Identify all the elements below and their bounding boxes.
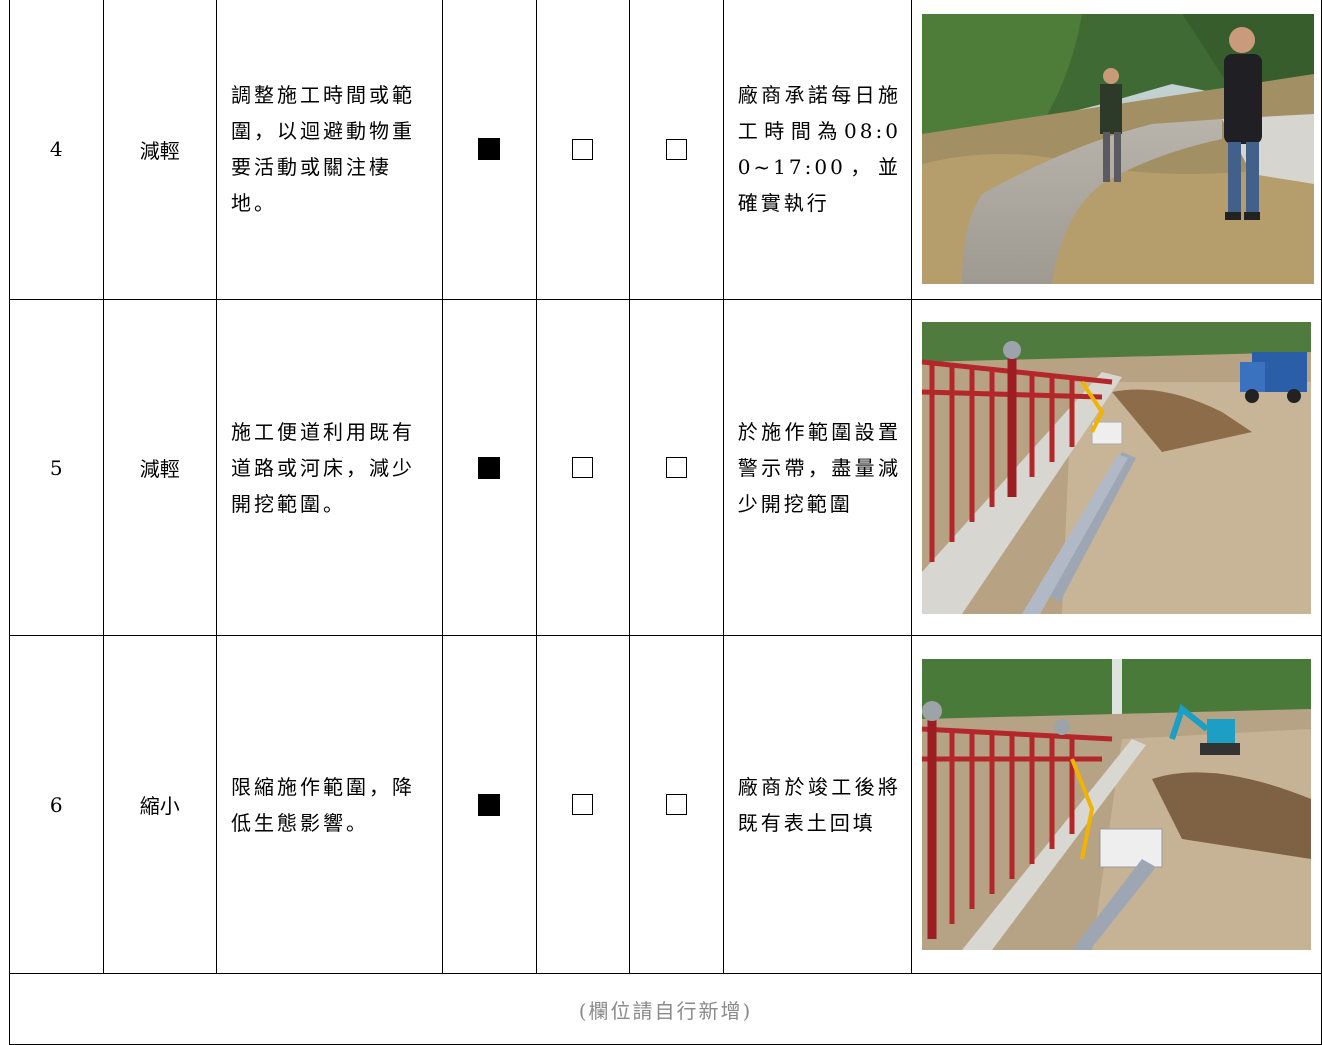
table-row: 6 縮小 限縮施作範圍，降低生態影響。 廠商於竣工後將既有表土回填 [9,635,1322,974]
check-cell-2 [535,0,631,300]
measure-text: 限縮施作範圍，降低生態影響。 [215,635,444,974]
checkbox-empty[interactable] [572,138,594,160]
photo-cell [910,0,1322,300]
execution-description: 廠商承諾每日施工時間為08:00~17:00，並確實執行 [722,0,912,300]
execution-description: 廠商於竣工後將既有表土回填 [722,635,912,974]
checkbox-empty[interactable] [572,794,594,815]
row-number: 6 [9,635,104,974]
row-number: 5 [9,299,104,636]
execution-description: 於施作範圍設置警示帶，盡量減少開挖範圍 [722,299,912,636]
check-cell-2 [535,299,631,636]
check-cell-3 [629,0,724,300]
check-cell-1 [442,0,537,300]
table-footer-row: (欄位請自行新增) [9,973,1322,1045]
checkbox-empty[interactable] [665,138,687,160]
photo-road-workers-icon [921,14,1314,284]
measures-table: 4 減輕 調整施工時間或範圍，以迴避動物重要活動或關注棲地。 廠商承諾每日施工時… [9,0,1322,1045]
measure-text: 調整施工時間或範圍，以迴避動物重要活動或關注棲地。 [215,0,444,300]
measure-text: 施工便道利用既有道路或河床，減少開挖範圍。 [215,299,444,636]
check-cell-3 [629,299,724,636]
table-row: 4 減輕 調整施工時間或範圍，以迴避動物重要活動或關注棲地。 廠商承諾每日施工時… [9,0,1322,300]
checkbox-checked[interactable] [478,793,501,816]
photo-cell [910,299,1322,636]
footer-note: (欄位請自行新增) [9,973,1322,1045]
row-number: 4 [9,0,104,300]
checkbox-empty[interactable] [665,457,687,478]
measure-category: 減輕 [102,299,217,636]
measure-category: 縮小 [102,635,217,974]
checkbox-empty[interactable] [665,794,687,815]
photo-fence-excavator-icon [921,659,1311,950]
checkbox-checked[interactable] [478,138,501,160]
photo-fence-pipe-icon [921,321,1311,614]
check-cell-3 [629,635,724,974]
table-row: 5 減輕 施工便道利用既有道路或河床，減少開挖範圍。 於施作範圍設置警示帶，盡量… [9,299,1322,636]
photo-cell [910,635,1322,974]
checkbox-checked[interactable] [478,456,501,479]
measure-category: 減輕 [102,0,217,300]
check-cell-1 [442,299,537,636]
check-cell-1 [442,635,537,974]
checkbox-empty[interactable] [572,457,594,478]
check-cell-2 [535,635,631,974]
